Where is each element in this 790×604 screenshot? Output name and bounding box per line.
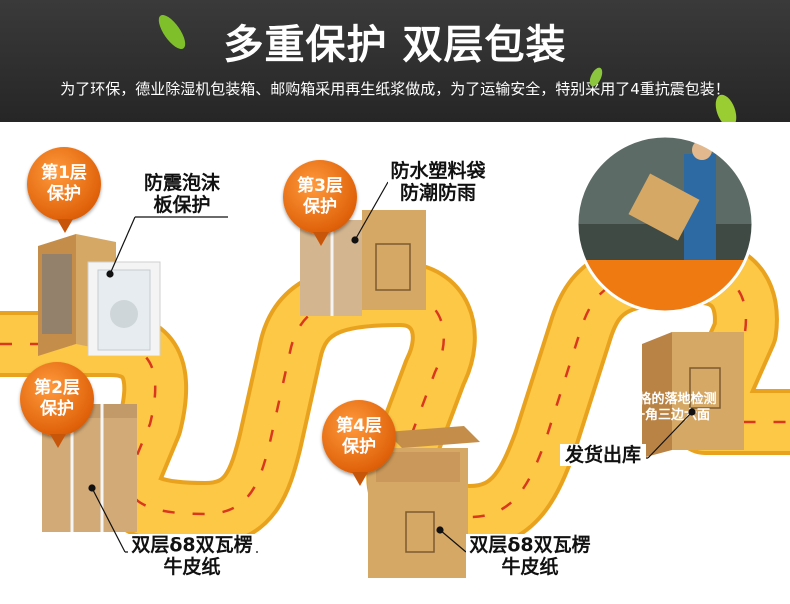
leaf-icon [158,14,186,50]
packaging-stage: 严格的落地检测 一角三边六面 第1层 保护 第2层 保护 第3层 保护 第4层 … [0,122,790,604]
leaf-icon [715,94,737,128]
layer-1-badge: 第1层 保护 [27,147,101,233]
shipping-label: 发货出库 [560,444,646,466]
header-banner: 多重保护 双层包装 为了环保，德业除湿机包装箱、邮购箱采用再生纸浆做成，为了运输… [0,0,790,128]
layer-1-label: 防震泡沫 板保护 [135,172,229,216]
layer-4-label: 双层δ8双瓦楞 牛皮纸 [466,534,594,578]
leaf-icon [589,67,603,87]
page-subtitle: 为了环保，德业除湿机包装箱、邮购箱采用再生纸浆做成，为了运输安全，特别采用了4重… [60,80,730,98]
inspection-photo [575,134,755,314]
layer-3-label: 防水塑料袋 防潮防雨 [388,160,488,204]
layer-3-badge: 第3层 保护 [283,160,357,246]
layer-2-badge: 第2层 保护 [20,362,94,448]
shipping-box-illustration [642,332,744,458]
layer-2-label: 双层δ8双瓦楞 牛皮纸 [128,534,256,578]
plastic-bag-box-illustration [300,210,426,316]
page-title: 多重保护 双层包装 [223,22,567,68]
layer-4-badge: 第4层 保护 [322,400,396,486]
double-box-illustration [368,426,480,578]
foam-box-illustration [38,234,161,356]
